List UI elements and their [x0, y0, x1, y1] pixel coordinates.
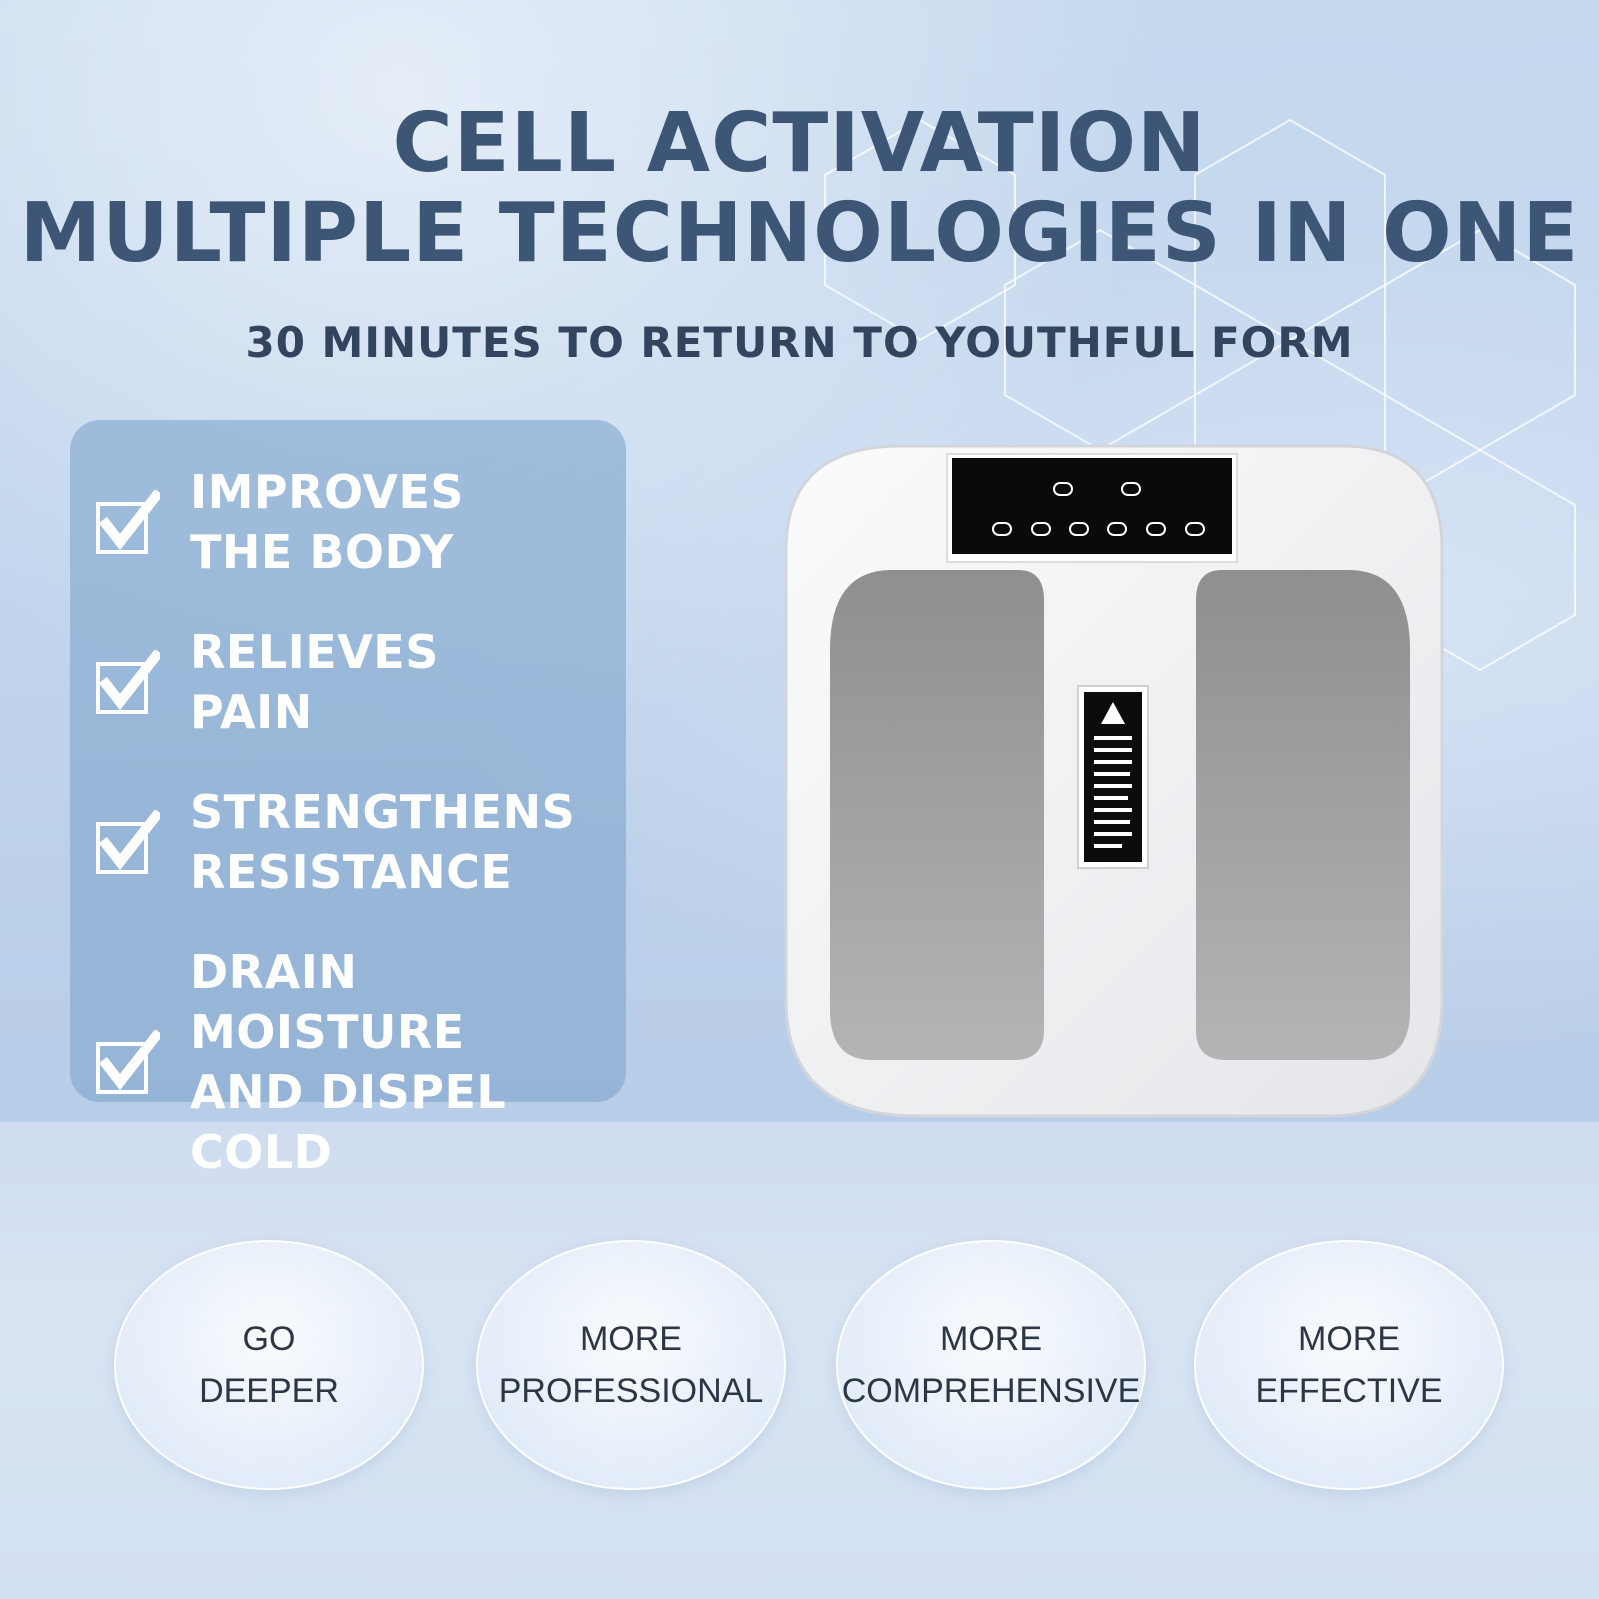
- benefit-label-line1: DRAIN MOISTURE: [190, 945, 465, 1059]
- checkbox-check-icon: [96, 650, 160, 714]
- benefit-item: RELIEVES PAIN: [96, 622, 439, 742]
- benefit-label-line2: PAIN: [190, 685, 313, 739]
- feature-line2: PROFESSIONAL: [498, 1372, 764, 1410]
- benefit-item: IMPROVES THE BODY: [96, 462, 464, 582]
- headline-line-1: CELL ACTIVATION: [392, 96, 1207, 191]
- benefit-label-line2: AND DISPEL COLD: [190, 1065, 507, 1179]
- feature-badge-more-effective: MORE EFFECTIVE: [1194, 1240, 1504, 1490]
- benefit-label-line1: STRENGTHENS: [190, 785, 576, 839]
- feature-line1: MORE: [1298, 1320, 1400, 1358]
- benefits-panel: IMPROVES THE BODY RELIEVES PAIN STRENGTH…: [70, 420, 626, 1179]
- benefit-label-line1: RELIEVES: [190, 625, 439, 679]
- feature-badge-go-deeper: GO DEEPER: [114, 1240, 424, 1490]
- headline-line-2: MULTIPLE TECHNOLOGIES IN ONE: [19, 186, 1580, 281]
- benefit-label-line2: THE BODY: [190, 525, 454, 579]
- benefit-label-line1: IMPROVES: [190, 465, 465, 519]
- checkbox-check-icon: [96, 490, 160, 554]
- feature-line1: MORE: [940, 1320, 1042, 1358]
- checkbox-check-icon: [96, 1030, 160, 1094]
- feature-line1: MORE: [579, 1320, 682, 1358]
- benefit-item: DRAIN MOISTURE AND DISPEL COLD: [96, 942, 626, 1182]
- benefit-item: STRENGTHENS RESISTANCE: [96, 782, 575, 902]
- feature-badge-more-professional: MORE PROFESSIONAL: [476, 1240, 786, 1490]
- checkbox-check-icon: [96, 810, 160, 874]
- subheadline: 30 MINUTES TO RETURN TO YOUTHFUL FORM: [245, 318, 1354, 367]
- benefit-label-line2: RESISTANCE: [190, 845, 513, 899]
- feature-line2: DEEPER: [199, 1372, 339, 1410]
- foot-massager-device-image: [784, 444, 1444, 1118]
- feature-line2: COMPREHENSIVE: [841, 1372, 1141, 1410]
- feature-badge-more-comprehensive: MORE COMPREHENSIVE: [836, 1240, 1146, 1490]
- feature-line2: EFFECTIVE: [1255, 1372, 1443, 1410]
- feature-line1: GO: [242, 1320, 296, 1358]
